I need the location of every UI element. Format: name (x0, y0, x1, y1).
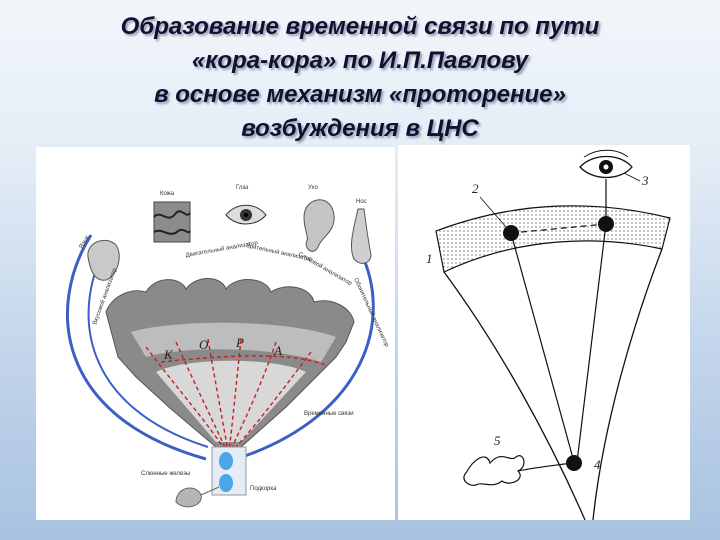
path-2-to-4 (510, 232, 575, 463)
temporal-links-label: Временные связи (304, 411, 354, 417)
node-4 (566, 455, 582, 471)
tongue-icon (87, 239, 120, 281)
pathway-3 (207, 338, 229, 453)
label-4: 4 (594, 457, 601, 472)
auditory-analyzer-label: Слуховой анализатор (297, 251, 354, 288)
eye-icon (579, 149, 633, 179)
subcortex-nucleus-lower (219, 474, 233, 492)
skin-icon (153, 201, 191, 243)
title-line-2: «кора-кора» по И.П.Павлову (191, 47, 529, 74)
fan-left-edge (443, 271, 586, 520)
cortex-band (435, 205, 671, 273)
fan-right-edge (592, 248, 663, 520)
eye-label: Глаз (236, 185, 249, 191)
leader-3 (623, 172, 641, 182)
eye-icon (225, 204, 267, 225)
path-3-to-4 (576, 223, 607, 463)
title-line-4: возбуждения в ЦНС (241, 115, 479, 142)
pathway-4 (228, 338, 242, 453)
subcortex-nucleus-upper (219, 452, 233, 470)
cortex-letter-k: К (163, 347, 174, 362)
cortex-letter-a: А (273, 343, 282, 358)
ear-icon (303, 199, 335, 252)
salivary-gland-icon (175, 487, 202, 508)
nose-label: Нос (356, 199, 367, 205)
subcortex-label: Подкорка (250, 486, 277, 492)
skin-label: Кожа (160, 191, 175, 197)
pathway-5 (229, 341, 277, 453)
node-2 (503, 225, 519, 241)
cortex-diagram: К О Р А Слюнные железы Подкорка Язык Кож… (66, 185, 391, 508)
salivary-duct (200, 486, 220, 496)
label-5: 5 (494, 433, 501, 448)
cortex-letter-r: Р (235, 335, 244, 350)
salivary-gland-label: Слюнные железы (141, 471, 190, 477)
outer-link-arc-left (66, 234, 207, 461)
outer-link-arc-right (235, 246, 375, 461)
label-3: 3 (641, 173, 649, 188)
effector-duct (517, 462, 573, 472)
pathway-1 (145, 346, 227, 453)
leader-2 (479, 196, 507, 228)
cortex-letter-o: О (199, 337, 209, 352)
title-line-1: Образование временной связи по пути (120, 13, 600, 40)
label-1: 1 (426, 251, 433, 266)
pathway-2 (175, 341, 228, 453)
ear-label: Ухо (308, 185, 318, 191)
label-2: 2 (472, 181, 479, 196)
pathway-6 (230, 351, 312, 453)
cortex-diagram-panel: К О Р А Слюнные железы Подкорка Язык Кож… (36, 147, 395, 520)
temporary-connection (510, 223, 607, 234)
effector-organ-icon (463, 455, 525, 486)
pathway-schema-panel: 1 2 3 4 5 (398, 145, 690, 520)
title-line-3: в основе механизм «проторение» (154, 81, 566, 108)
cortex-inner-band (131, 322, 336, 362)
slide-title: Образование временной связи по пути «кор… (40, 10, 680, 146)
pathway-schema: 1 2 3 4 5 (426, 149, 671, 520)
nose-icon (351, 208, 372, 264)
red-pathways (145, 338, 327, 453)
node-3 (598, 216, 614, 232)
pathway-cross (160, 355, 327, 366)
